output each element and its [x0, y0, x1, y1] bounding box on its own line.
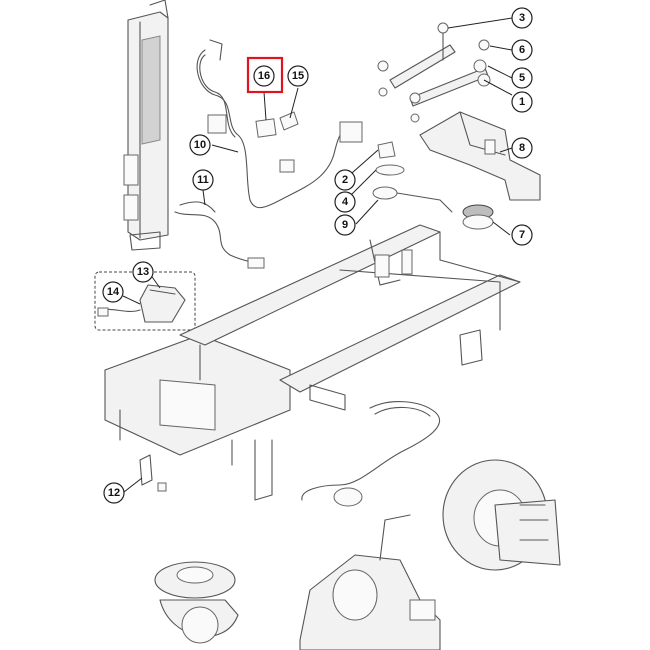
callout-16: 16	[253, 65, 275, 87]
clip-part-12	[139, 454, 167, 492]
callout-label-9: 9	[342, 219, 348, 231]
callout-6: 6	[511, 39, 533, 61]
callout-11: 11	[192, 169, 214, 191]
callout-label-4: 4	[342, 196, 349, 208]
steering-column	[123, 0, 169, 251]
callout-2: 2	[334, 169, 356, 191]
chassis-frame	[104, 224, 521, 501]
relay-part-16	[255, 118, 277, 138]
callout-label-13: 13	[137, 266, 149, 278]
grommet-part-7	[462, 204, 494, 230]
callout-7: 7	[511, 224, 533, 246]
hose-assembly	[301, 401, 441, 507]
callout-1: 1	[511, 91, 533, 113]
callout-label-15: 15	[292, 70, 304, 82]
callout-label-12: 12	[108, 487, 120, 499]
bracket-8	[419, 111, 541, 201]
callout-15: 15	[287, 65, 309, 87]
clip-part-15	[279, 111, 299, 131]
callout-label-7: 7	[519, 229, 525, 241]
callout-label-16: 16	[258, 70, 270, 82]
callout-12: 12	[103, 482, 125, 504]
callout-3: 3	[511, 7, 533, 29]
callout-label-1: 1	[519, 96, 525, 108]
callout-label-3: 3	[519, 12, 525, 24]
highlight-box-16	[246, 56, 284, 94]
wire-harness-10	[196, 39, 363, 209]
spring-part-9	[372, 186, 453, 213]
callout-10: 10	[189, 134, 211, 156]
linkage-rods	[377, 22, 491, 123]
callout-14: 14	[102, 281, 124, 303]
callout-label-5: 5	[519, 72, 525, 84]
caster-wheel	[154, 561, 239, 644]
callout-8: 8	[511, 137, 533, 159]
cap-part-2	[377, 141, 396, 159]
callout-label-14: 14	[107, 286, 120, 298]
callout-9: 9	[334, 214, 356, 236]
drive-wheel	[442, 459, 561, 571]
callout-label-8: 8	[519, 142, 525, 154]
wire-harness-11	[174, 201, 265, 269]
callout-5: 5	[511, 67, 533, 89]
callout-label-6: 6	[519, 44, 525, 56]
callout-label-2: 2	[342, 174, 348, 186]
callout-label-10: 10	[194, 139, 206, 151]
drive-motor	[299, 514, 441, 650]
module-14	[97, 284, 186, 323]
callout-label-11: 11	[197, 174, 209, 186]
callout-13: 13	[132, 261, 154, 283]
washer-part-4	[375, 164, 405, 176]
callout-4: 4	[334, 191, 356, 213]
